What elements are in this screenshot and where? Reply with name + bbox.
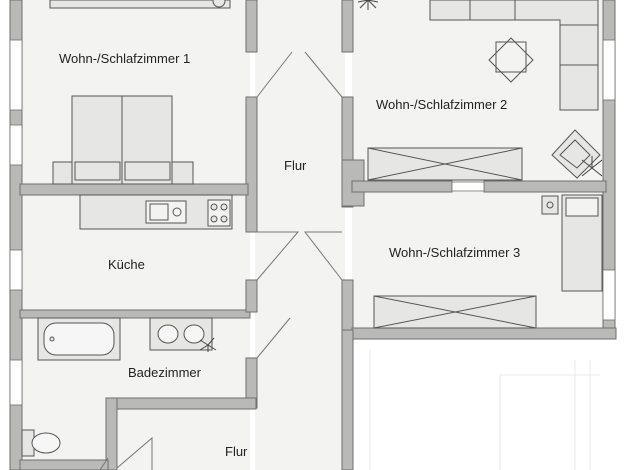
plant-bath: [199, 337, 217, 352]
room-label-wohn2: Wohn-/Schlafzimmer 2: [376, 97, 508, 112]
desk-wohn3: [373, 295, 537, 329]
bed: [52, 95, 194, 185]
outside-sketch-lines: [369, 350, 600, 470]
kitchen-counter: [79, 194, 233, 230]
doors: [99, 51, 343, 470]
nightstand: [541, 195, 559, 215]
room-label-flur-2: Flur: [225, 444, 248, 459]
sideboard-top: [49, 0, 231, 9]
toilet: [21, 429, 61, 457]
coffee-table: [488, 37, 534, 83]
walls: [9, 0, 617, 470]
sofa: [429, 0, 599, 111]
room-label-bad: Badezimmer: [128, 365, 201, 380]
lamp: [212, 0, 226, 8]
outside-area: [352, 340, 626, 470]
plant-2: [581, 156, 603, 177]
bathtub: [37, 317, 121, 361]
room-label-wohn3: Wohn-/Schlafzimmer 3: [389, 245, 521, 260]
desk-wohn2: [367, 147, 523, 181]
plant: [357, 0, 379, 10]
room-label-kueche: Küche: [108, 257, 145, 272]
windows: [9, 39, 616, 406]
room-label-flur-1: Flur: [284, 158, 307, 173]
washbasins: [149, 317, 213, 351]
single-bed: [561, 194, 603, 292]
room-label-wohn1: Wohn-/Schlafzimmer 1: [59, 51, 191, 66]
